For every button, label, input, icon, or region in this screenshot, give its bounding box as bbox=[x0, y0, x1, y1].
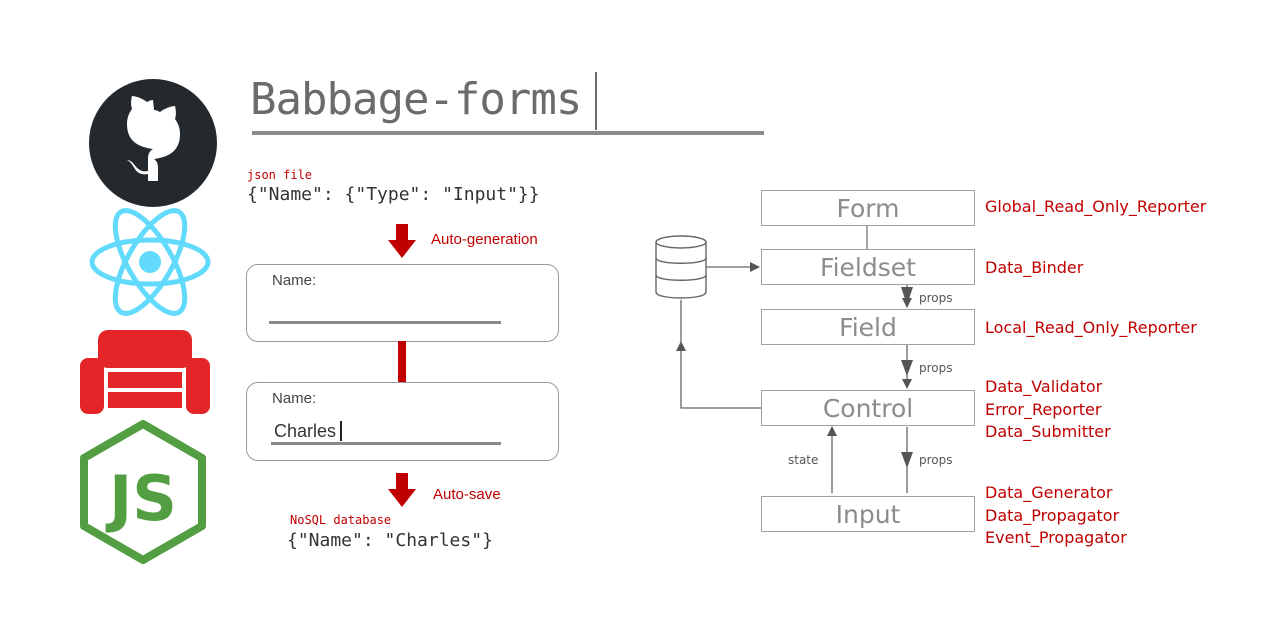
database-icon bbox=[655, 235, 707, 299]
props-label-1: props bbox=[919, 291, 953, 305]
page-title: Babbage-forms bbox=[250, 74, 582, 125]
role-global-read-only-reporter: Global_Read_Only_Reporter bbox=[985, 197, 1207, 216]
filled-form-value[interactable]: Charles bbox=[274, 421, 337, 441]
auto-generation-label: Auto-generation bbox=[431, 231, 538, 248]
role-local-read-only-reporter: Local_Read_Only_Reporter bbox=[985, 318, 1197, 337]
auto-generation-arrow-icon bbox=[388, 224, 416, 258]
filled-form-input-line bbox=[271, 442, 501, 445]
role-data-validator: Data_Validator bbox=[985, 377, 1103, 396]
fieldset-box: Fieldset bbox=[761, 249, 975, 285]
control-box: Control bbox=[761, 390, 975, 426]
form-connector bbox=[398, 341, 406, 382]
filled-form: Name: Charles bbox=[246, 382, 559, 461]
github-icon bbox=[89, 79, 217, 207]
role-data-binder: Data_Binder bbox=[985, 258, 1084, 277]
title-caret bbox=[595, 72, 597, 130]
nodejs-icon: JS bbox=[80, 420, 206, 564]
json-file-code: {"Name": {"Type": "Input"}} bbox=[247, 184, 540, 205]
input-box: Input bbox=[761, 496, 975, 532]
title-underline bbox=[252, 131, 764, 135]
text-caret bbox=[340, 421, 342, 441]
role-data-generator: Data_Generator bbox=[985, 483, 1113, 502]
empty-form-input[interactable] bbox=[269, 321, 501, 324]
role-event-propagator: Event_Propagator bbox=[985, 528, 1127, 547]
role-data-submitter: Data_Submitter bbox=[985, 422, 1111, 441]
filled-form-label: Name: bbox=[272, 390, 317, 407]
role-data-propagator: Data_Propagator bbox=[985, 506, 1120, 525]
couchdb-icon bbox=[80, 330, 210, 414]
field-box: Field bbox=[761, 309, 975, 345]
props-label-3: props bbox=[919, 453, 953, 467]
nodejs-label: JS bbox=[105, 462, 177, 535]
state-label: state bbox=[788, 453, 819, 467]
form-box: Form bbox=[761, 190, 975, 226]
role-error-reporter: Error_Reporter bbox=[985, 400, 1102, 419]
nosql-label: NoSQL database bbox=[290, 513, 392, 527]
props-label-2: props bbox=[919, 361, 953, 375]
nosql-code: {"Name": "Charles"} bbox=[287, 530, 493, 551]
empty-form-label: Name: bbox=[272, 272, 317, 289]
react-icon bbox=[89, 208, 211, 316]
empty-form: Name: bbox=[246, 264, 559, 342]
diagram-connectors bbox=[676, 225, 913, 493]
auto-save-arrow-icon bbox=[388, 473, 416, 507]
json-file-label: json file bbox=[247, 168, 313, 182]
auto-save-label: Auto-save bbox=[433, 486, 501, 503]
